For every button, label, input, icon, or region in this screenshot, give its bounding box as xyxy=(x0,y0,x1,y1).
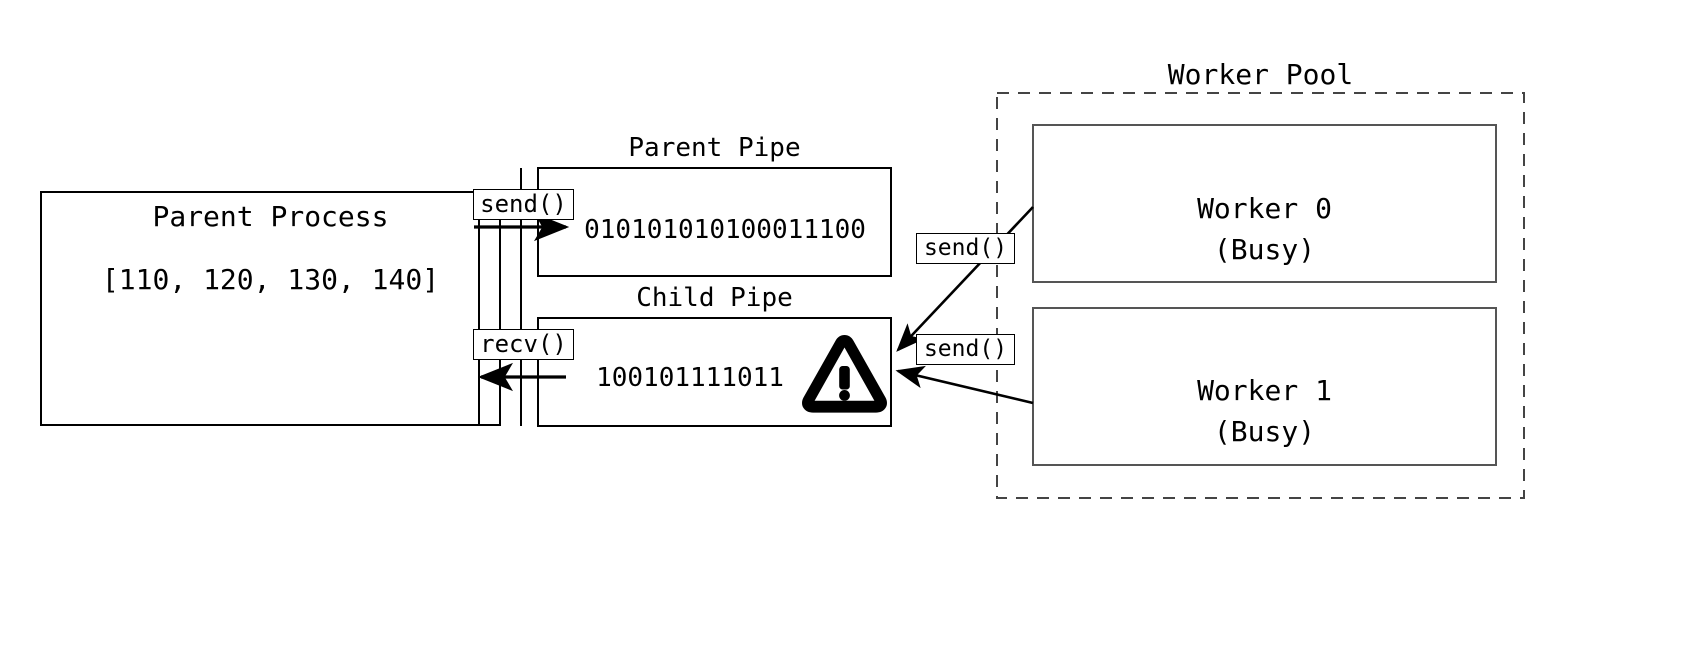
worker-0-box xyxy=(1032,124,1497,283)
worker-pool-container xyxy=(996,92,1525,499)
worker-1-name: Worker 1 xyxy=(1197,374,1332,407)
warning-triangle-icon xyxy=(802,335,887,413)
worker-0-name: Worker 0 xyxy=(1197,192,1332,225)
parent-process-title: Parent Process xyxy=(152,200,389,233)
worker-0-state: (Busy) xyxy=(1213,233,1316,266)
parent-pipe-bits: 010101010100011100 xyxy=(584,215,866,245)
worker-1-box xyxy=(1032,307,1497,466)
parent-recv-label[interactable]: recv() xyxy=(473,329,574,360)
worker-1-state: (Busy) xyxy=(1213,415,1316,448)
parent-process-box xyxy=(40,191,501,426)
parent-pipe-title: Parent Pipe xyxy=(628,133,801,163)
worker-1-send-label[interactable]: send() xyxy=(916,334,1015,365)
child-pipe-title: Child Pipe xyxy=(636,283,793,313)
parent-pipe-box xyxy=(537,167,892,277)
worker-1-send-arrow xyxy=(895,365,1034,405)
worker-0-send-arrow xyxy=(896,206,1034,352)
parent-send-label[interactable]: send() xyxy=(473,189,574,220)
child-pipe-bits: 100101111011 xyxy=(596,363,784,393)
parent-process-queue: [110, 120, 130, 140] xyxy=(101,263,440,296)
worker-pool-title: Worker Pool xyxy=(1167,58,1354,91)
worker-0-send-label[interactable]: send() xyxy=(916,233,1015,264)
